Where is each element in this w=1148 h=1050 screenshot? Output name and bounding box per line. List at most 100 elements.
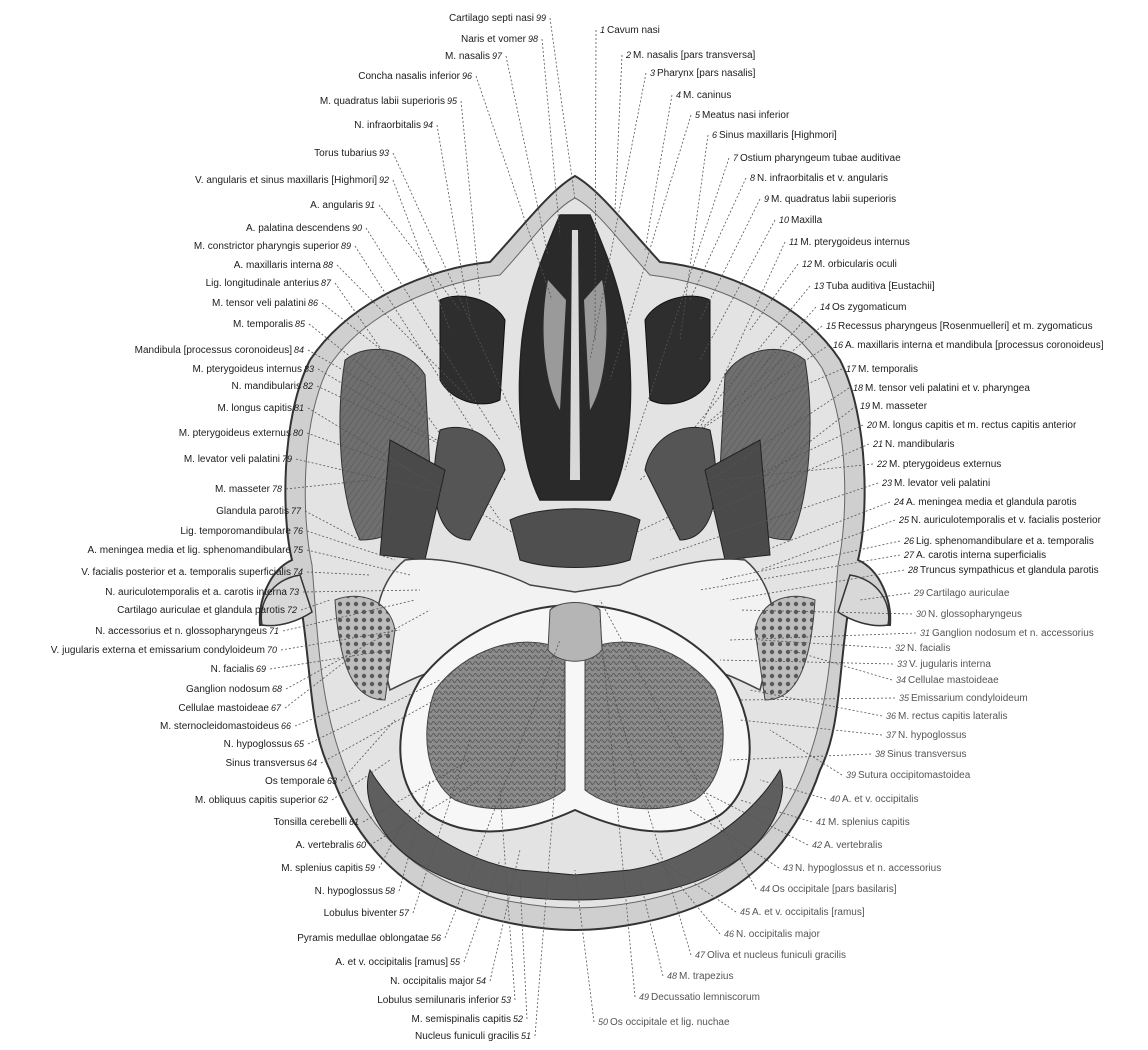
- label-number: 53: [501, 995, 511, 1005]
- label-number: 68: [272, 684, 282, 694]
- label-number: 79: [282, 454, 292, 464]
- label-number: 32: [895, 643, 905, 653]
- label-l56: Pyramis medullae oblongatae56: [297, 932, 443, 945]
- label-number: 84: [294, 345, 304, 355]
- label-text: M. quadratus labii superioris: [771, 194, 896, 205]
- label-number: 85: [295, 319, 305, 329]
- label-text: M. tensor veli palatini et v. pharyngea: [865, 383, 1030, 394]
- label-r11: 11M. pterygoideus internus: [787, 236, 910, 249]
- label-number: 16: [833, 340, 843, 350]
- label-text: Lig. sphenomandibulare et a. temporalis: [916, 536, 1094, 547]
- label-text: A. angularis: [310, 200, 363, 211]
- label-number: 6: [712, 130, 717, 140]
- label-number: 78: [272, 484, 282, 494]
- label-text: Concha nasalis inferior: [358, 71, 460, 82]
- label-number: 44: [760, 884, 770, 894]
- label-text: N. hypoglossus: [898, 730, 966, 741]
- label-text: M. orbicularis oculi: [814, 259, 897, 270]
- label-number: 23: [882, 478, 892, 488]
- label-number: 22: [877, 459, 887, 469]
- label-text: M. longus capitis et m. rectus capitis a…: [879, 420, 1076, 431]
- label-r6: 6Sinus maxillaris [Highmori]: [710, 129, 837, 142]
- label-text: Ganglion nodosum: [186, 684, 270, 695]
- label-l55: A. et v. occipitalis [ramus]55: [335, 956, 462, 969]
- label-r4: 4M. caninus: [674, 89, 731, 102]
- label-text: A. vertebralis: [824, 840, 882, 851]
- label-text: Emissarium condyloideum: [911, 693, 1028, 704]
- label-l74: V. facialis posterior et a. temporalis s…: [81, 566, 305, 579]
- label-l87: Lig. longitudinale anterius87: [206, 277, 333, 290]
- label-text: N. facialis: [907, 643, 950, 654]
- label-text: Os temporale: [265, 776, 325, 787]
- label-text: M. semispinalis capitis: [412, 1014, 511, 1025]
- label-text: Lobulus semilunaris inferior: [377, 995, 499, 1006]
- label-l94: N. infraorbitalis94: [354, 119, 435, 132]
- label-r7: 7Ostium pharyngeum tubae auditivae: [731, 152, 901, 165]
- label-text: Cartilago auriculae et glandula parotis: [117, 605, 285, 616]
- label-number: 33: [897, 659, 907, 669]
- label-text: N. hypoglossus: [315, 886, 383, 897]
- label-number: 4: [676, 90, 681, 100]
- label-l92: V. angularis et sinus maxillaris [Highmo…: [195, 174, 391, 187]
- label-text: M. nasalis: [445, 51, 490, 62]
- label-l75: A. meningea media et lig. sphenomandibul…: [88, 544, 305, 557]
- label-number: 31: [920, 628, 930, 638]
- label-number: 80: [293, 428, 303, 438]
- label-text: A. et v. occipitalis: [842, 794, 919, 805]
- label-number: 58: [385, 886, 395, 896]
- leader-r4: [645, 95, 672, 250]
- label-r13: 13Tuba auditiva [Eustachii]: [812, 280, 935, 293]
- label-number: 5: [695, 110, 700, 120]
- label-number: 99: [536, 13, 546, 23]
- label-l97: M. nasalis97: [445, 50, 504, 63]
- label-number: 90: [352, 223, 362, 233]
- label-text: V. jugularis externa et emissarium condy…: [51, 645, 265, 656]
- label-number: 89: [341, 241, 351, 251]
- label-text: A. carotis interna superficialis: [916, 550, 1046, 561]
- label-text: A. palatina descendens: [246, 223, 350, 234]
- label-text: N. mandibularis: [232, 381, 301, 392]
- label-text: M. pterygoideus externus: [889, 459, 1001, 470]
- label-r22: 22M. pterygoideus externus: [875, 458, 1001, 471]
- label-number: 29: [914, 588, 924, 598]
- label-text: Decussatio lemniscorum: [651, 992, 760, 1003]
- label-text: Maxilla: [791, 215, 822, 226]
- label-l96: Concha nasalis inferior96: [358, 70, 474, 83]
- label-text: M. constrictor pharyngis superior: [194, 241, 339, 252]
- label-number: 97: [492, 51, 502, 61]
- label-text: Oliva et nucleus funiculi gracilis: [707, 950, 846, 961]
- label-number: 12: [802, 259, 812, 269]
- label-text: M. trapezius: [679, 971, 733, 982]
- label-l79: M. levator veli palatini79: [184, 453, 294, 466]
- label-text: M. splenius capitis: [281, 863, 363, 874]
- label-number: 51: [521, 1031, 531, 1041]
- label-number: 76: [293, 526, 303, 536]
- label-l82: N. mandibularis82: [232, 380, 316, 393]
- label-number: 62: [318, 795, 328, 805]
- label-text: N. mandibularis: [885, 439, 954, 450]
- label-text: N. infraorbitalis et v. angularis: [757, 173, 888, 184]
- label-number: 65: [294, 739, 304, 749]
- label-r17: 17M. temporalis: [844, 363, 918, 376]
- label-text: A. meningea media et glandula parotis: [906, 497, 1077, 508]
- label-number: 82: [303, 381, 313, 391]
- label-r21: 21N. mandibularis: [871, 438, 955, 451]
- label-text: Nucleus funiculi gracilis: [415, 1031, 519, 1042]
- label-text: Ostium pharyngeum tubae auditivae: [740, 153, 901, 164]
- label-r49: 49Decussatio lemniscorum: [637, 991, 760, 1004]
- label-text: Cellulae mastoideae: [178, 703, 269, 714]
- label-number: 77: [291, 506, 301, 516]
- label-l76: Lig. temporomandibulare76: [180, 525, 305, 538]
- label-text: Ganglion nodosum et n. accessorius: [932, 628, 1094, 639]
- label-text: M. quadratus labii superioris: [320, 96, 445, 107]
- label-text: Sinus transversus: [887, 749, 966, 760]
